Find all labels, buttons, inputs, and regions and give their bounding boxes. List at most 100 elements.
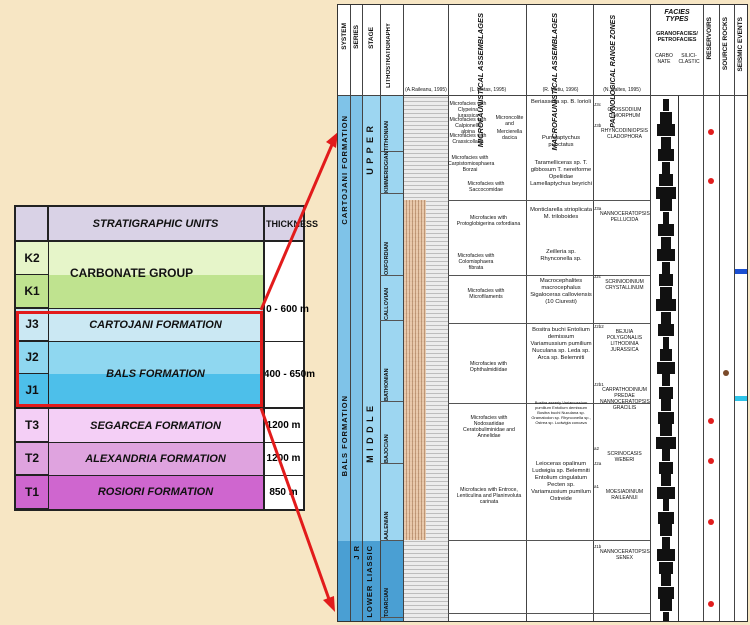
macro-assemblage: Monticlarella strioplicata M. triloboide… bbox=[530, 207, 592, 220]
facies-step bbox=[657, 549, 675, 561]
facies-step bbox=[663, 499, 669, 511]
paly-zone-code: J1b bbox=[594, 544, 602, 549]
lias-fill bbox=[338, 541, 403, 621]
paly-zone-name: CARPATHODINIUM PREDAE NANNOCERATOPSIS GR… bbox=[600, 387, 650, 411]
paly-zone-name: BEJUIA POLYGONALIS LITHODINIA JURASSICA bbox=[606, 329, 643, 353]
stage-label: AALENIAN bbox=[384, 511, 390, 540]
stage-label: BAJOCIAN bbox=[384, 434, 390, 463]
thickness-t1: 850 m bbox=[264, 475, 303, 509]
facies-step bbox=[658, 324, 674, 336]
micro-assemblage: Microfacies with Nodosariidae Ceratobuli… bbox=[463, 415, 515, 439]
cartojani-cell: CARTOJANI FORMATION bbox=[48, 308, 264, 341]
col-divider bbox=[448, 5, 449, 621]
grid-line bbox=[16, 407, 303, 409]
unit-code-cell: J1 bbox=[16, 374, 48, 407]
paly-zone-name: NANNOCERATOPSIS SENEX bbox=[600, 549, 650, 561]
macro-assemblage: Bositra aseeriy Variamussium pumilium En… bbox=[531, 400, 591, 425]
col-divider bbox=[593, 5, 594, 621]
thickness-t3-value: 1200 m bbox=[266, 420, 301, 431]
thickness-t3: 1200 m bbox=[264, 409, 303, 442]
table-header: STRATIGRAPHIC UNITS THICKNESS bbox=[16, 207, 318, 240]
macro-assemblage: Leioceras opalinum Ludwigia sp. Belemnit… bbox=[531, 461, 591, 502]
col-divider bbox=[703, 5, 704, 621]
zone-divider bbox=[448, 613, 650, 614]
bals-label: BALS FORMATION bbox=[106, 368, 205, 380]
seismic-event-marker bbox=[735, 396, 747, 401]
facies-step bbox=[658, 224, 674, 236]
macro-source: (R. Mutiu, 1996) bbox=[542, 87, 579, 93]
grid-line bbox=[16, 308, 264, 309]
macro-assemblage: Macrocephalites macrocephalus Sigalocera… bbox=[530, 278, 592, 305]
col-divider bbox=[734, 5, 735, 621]
seismic-event-marker bbox=[735, 269, 747, 274]
stage-divider bbox=[380, 540, 403, 541]
header-units: STRATIGRAPHIC UNITS bbox=[48, 207, 264, 240]
paly-zone-code: J2a bbox=[594, 461, 602, 466]
paly-zone-code: a2 bbox=[594, 446, 600, 451]
grid-line bbox=[48, 207, 49, 509]
paly-zone-name: SCRINIODINIUM CRYSTALLINUM bbox=[605, 279, 644, 291]
facies-step bbox=[662, 449, 670, 461]
reservoir-marker bbox=[708, 418, 714, 424]
upper-series-label: U P P E R bbox=[365, 125, 375, 175]
facies-step bbox=[662, 374, 670, 386]
stage-label: BATHONIAN bbox=[384, 368, 390, 401]
stage-label: OXFORDIAN bbox=[384, 242, 390, 275]
thickness-t1-value: 850 m bbox=[269, 486, 298, 498]
paly-zone-code: J3b bbox=[594, 123, 602, 128]
bals-cell: BALS FORMATION bbox=[48, 341, 264, 407]
lower-arrow-head bbox=[323, 596, 335, 612]
paly-zone-name: GLOSSODIUM DIMORPHUM bbox=[607, 107, 642, 119]
facies-step bbox=[658, 511, 674, 524]
macro-assemblage: Bositra buchi Entolium demissum Variamus… bbox=[530, 327, 592, 361]
micro-assemblage: Mercierella dacica bbox=[496, 129, 523, 141]
thickness-t2-value: 1200 m bbox=[266, 453, 301, 464]
unit-code-cell: T2 bbox=[16, 442, 48, 475]
col-divider bbox=[650, 5, 651, 621]
facies-step bbox=[656, 186, 676, 199]
header-seismic: SEISMIC EVENTS bbox=[737, 17, 744, 72]
header-litho: LITHOSTRATIGRAPHY bbox=[386, 23, 392, 88]
middle-series-label: M I D D L E bbox=[365, 405, 375, 463]
stage-label: KIMMERIDGIAN bbox=[384, 151, 390, 193]
unit-code-cell: T1 bbox=[16, 475, 48, 509]
col-divider bbox=[380, 5, 381, 621]
header-reservoirs: RESERVOIRS bbox=[706, 17, 713, 60]
macro-assemblage: Zeilleria sp. Rhynconella sp. bbox=[540, 249, 582, 262]
zone-divider bbox=[448, 200, 650, 201]
carbonate-group-label: CARBONATE GROUP bbox=[70, 266, 194, 280]
paly-source: (N. Baltes, 1995) bbox=[603, 87, 641, 93]
cartojani-label: CARTOJANI FORMATION bbox=[89, 318, 222, 331]
facies-step bbox=[661, 474, 671, 486]
reservoir-marker bbox=[708, 129, 714, 135]
alexandria-cell: ALEXANDRIA FORMATION bbox=[48, 442, 264, 475]
zone-divider bbox=[448, 540, 650, 541]
facies-step bbox=[659, 561, 673, 574]
facies-step bbox=[659, 174, 673, 186]
unit-code-cell: J3 bbox=[16, 308, 48, 341]
facies-step bbox=[661, 136, 671, 149]
thickness-j2-j1-value: 400 - 650m bbox=[263, 368, 316, 380]
header-system: SYSTEM bbox=[341, 23, 348, 50]
paly-zone-code: J2b1 bbox=[594, 382, 604, 387]
grid-line bbox=[264, 207, 265, 509]
segarcea-cell: SEGARCEA FORMATION bbox=[48, 409, 264, 442]
micro-source: (L. Motas, 1995) bbox=[469, 87, 507, 93]
unit-code-cell: K2 bbox=[16, 242, 48, 275]
cartojani-formation-label: CARTOJANI FORMATION bbox=[340, 115, 349, 225]
alexandria-label: ALEXANDRIA FORMATION bbox=[85, 452, 226, 465]
stage-label: TITHONIAN bbox=[384, 121, 390, 151]
micro-assemblage: Microfacies with Calpionella alpina bbox=[449, 117, 487, 135]
facies-step bbox=[662, 161, 670, 174]
stratigraphic-column-diagram: SYSTEM SERIES STAGE LITHOSTRATIGRAPHY (A… bbox=[337, 4, 748, 622]
stage-label: TOARCIAN bbox=[384, 588, 390, 617]
unit-code-cell: J2 bbox=[16, 341, 48, 374]
facies-step bbox=[658, 411, 674, 424]
grid-line bbox=[16, 341, 303, 342]
facies-step bbox=[660, 199, 672, 211]
header-unit-col bbox=[16, 207, 48, 240]
paly-zone-code: J2c bbox=[594, 274, 602, 279]
grid-line bbox=[16, 240, 303, 242]
rosiori-label: ROSIORI FORMATION bbox=[97, 486, 214, 498]
